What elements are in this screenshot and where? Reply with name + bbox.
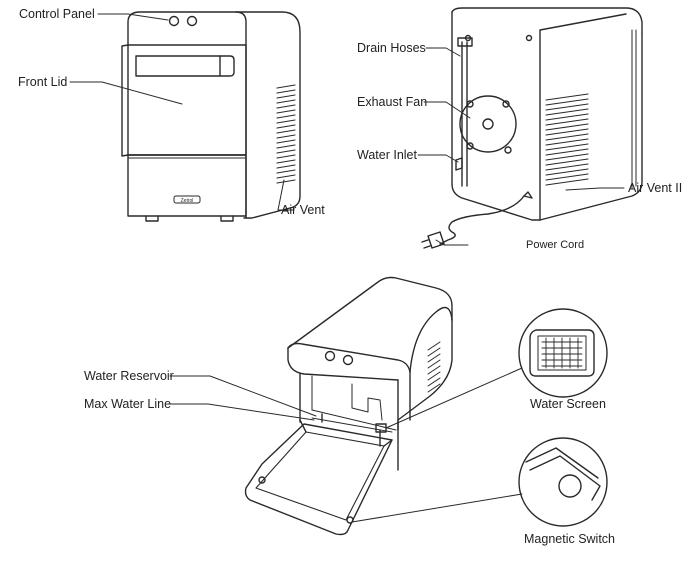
label-air-vent: Air Vent <box>281 203 325 217</box>
label-power-cord: Power Cord <box>526 239 585 251</box>
label-max-water-line: Max Water Line <box>84 397 172 411</box>
label-front-lid: Front Lid <box>18 75 68 89</box>
magnet-icon <box>558 474 582 498</box>
label-exhaust-fan: Exhaust Fan <box>357 95 428 109</box>
control-button-left-icon <box>168 15 180 27</box>
power-cord <box>421 191 533 249</box>
label-magnetic-switch: Magnetic Switch <box>524 532 616 546</box>
water-screen-detail <box>518 308 608 398</box>
air-vent-slots <box>276 84 296 184</box>
front-view: Zetrol <box>121 11 301 222</box>
label-water-screen: Water Screen <box>530 397 606 411</box>
max-water-line-mark <box>311 417 393 433</box>
control-button-right-icon <box>186 15 198 27</box>
front-lid-panel <box>127 44 247 156</box>
brand-badge-text: Zetrol <box>181 198 194 204</box>
label-control-panel: Control Panel <box>19 7 95 21</box>
water-inlet <box>455 157 463 171</box>
leader-lines <box>69 13 625 523</box>
exhaust-fan <box>459 95 517 154</box>
label-water-inlet: Water Inlet <box>357 148 417 162</box>
label-air-vent-ii: Air Vent II <box>628 181 683 195</box>
label-water-reservoir: Water Reservoir <box>84 369 174 383</box>
open-front-lid <box>244 423 393 536</box>
back-view <box>421 7 643 249</box>
magnetic-switch-detail <box>518 437 608 527</box>
air-vent-ii-slots <box>545 93 589 186</box>
label-drain-hoses: Drain Hoses <box>357 41 426 55</box>
brand-badge <box>173 195 201 204</box>
open-view <box>244 276 453 536</box>
